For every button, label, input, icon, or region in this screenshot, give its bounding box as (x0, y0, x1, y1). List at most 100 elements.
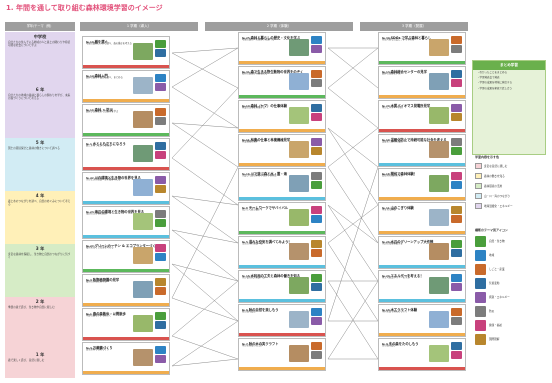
card-description: 林業の仕事を体験する (242, 106, 265, 109)
card-color-strip (83, 303, 169, 306)
card-title-text: 森林と暮らしの歴史・文化を学ぶ (250, 36, 301, 40)
activity-card: № 19森林（ヤマ）の仕事体験林業の仕事を体験する (238, 100, 326, 133)
theme-badge-icon (451, 172, 462, 180)
theme-badge-icon (451, 113, 462, 121)
activity-photo (429, 345, 449, 362)
card-number: № 11 (242, 139, 250, 142)
grade-junior-high: 中学校 自分たちの住んでいる地域の人と森との関わりや持続可能な社会について学ぶ (5, 32, 75, 88)
theme-badges (155, 40, 167, 57)
theme-badge-icon (451, 206, 462, 214)
theme-badge-icon (155, 74, 166, 82)
card-color-strip (239, 231, 325, 234)
theme-badge-icon (155, 49, 166, 57)
card-color-strip (83, 65, 169, 68)
card-title-text: 海辺の環境と生き物の世界を見る (94, 210, 145, 214)
card-number: № 12 (86, 75, 94, 78)
theme-badge-icon (451, 351, 462, 359)
theme-badge-icon (155, 287, 166, 295)
card-color-strip (83, 167, 169, 170)
card-title-text: 樹を選ぐ (94, 40, 108, 44)
card-number: № 6 (242, 309, 248, 312)
theme-badge-icon (155, 278, 166, 286)
legend-row: 森林環境の活用 (472, 181, 546, 191)
grade-desc: 森と水のつながりを調べ、自然のめぐみについて考える (8, 200, 71, 207)
card-title-text: 秋の木の実クラフト (248, 342, 279, 346)
card-title-text: 水辺のグリーンアップ大作戦 (390, 240, 434, 244)
theme-badge-icon (311, 317, 322, 325)
activity-card: № 10温暖化防止で持続可能な社会を考える温暖化と森林の役割 (378, 134, 466, 167)
activity-photo (133, 43, 153, 60)
legend-label: 森林環境の活用 (484, 185, 503, 188)
theme-badges (155, 244, 167, 261)
theme-badge-icon (451, 283, 462, 291)
activity-photo (133, 213, 153, 230)
theme-badge-icon (311, 138, 322, 146)
card-title: № 8チームワークでサバイバル (242, 205, 288, 210)
card-description: 自然素材でものづくり (86, 348, 109, 351)
activity-photo (289, 311, 309, 328)
grade-column: 学年/テーマ（例） 中学校 自分たちの住んでいる地域の人と森との関わりや持続可能… (5, 22, 75, 378)
card-description: 植物の多様性を学ぶ (86, 280, 107, 283)
icon-label: 地域 (489, 254, 495, 257)
theme-badge-icon (311, 113, 322, 121)
legend-swatch (475, 183, 482, 189)
card-description: 川遊びで森と水のつながりを体感 (242, 174, 277, 177)
card-description: 森林の管理を学ぶ (382, 72, 401, 75)
card-title: № 6秋の自然を楽しもう (242, 307, 278, 312)
card-description: 水の使われ方を調べる (242, 276, 265, 279)
activity-photo (289, 107, 309, 124)
activity-photo (133, 247, 153, 264)
climate-icon (475, 277, 486, 289)
card-title: № 20木質バイオマス発電所見学 (382, 103, 430, 108)
theme-badges (451, 308, 463, 325)
card-description: 森林の働きや役割を調べ、まとめる (86, 76, 123, 79)
theme-badge-icon (311, 249, 322, 257)
grade-3: 3 年 身近な森林を探検し、生き物と自然のつながりに気づく (5, 244, 75, 300)
card-title-text: 温暖化防止で持続可能な社会を考える (390, 138, 447, 142)
theme-badge-icon (155, 142, 166, 150)
nature-icon (475, 235, 486, 247)
card-title-text: 森林 × 防災 (94, 108, 113, 112)
theme-badges (311, 274, 323, 291)
card-description: 再生可能エネルギーを学ぶ (382, 276, 410, 279)
theme-icon-legend: 横断のテーマ別アイコン 自然・生き物 地域 しごと・産業 気候変動 資源・エネル… (472, 228, 546, 378)
card-title: № 23海辺の環境と生き物の世界を見る (86, 209, 144, 214)
icon-label: 国際理解 (489, 338, 500, 341)
activity-card: № 10樹を選ぐ地域の森林について調べ、森の働きを考える (82, 36, 170, 69)
card-title-text: 山のこぎり体験 (390, 206, 414, 210)
card-title-text: 水とともだちになろう (92, 142, 126, 146)
grade-name: 3 年 (35, 246, 45, 251)
card-title-text: 森林（ヤマ）の仕事体験 (250, 104, 287, 108)
theme-badge-icon (311, 206, 322, 214)
theme-badge-icon (155, 210, 166, 218)
card-number: № 30 (382, 37, 390, 40)
card-title-text: 川で遊ぶ森と水・霊・海 (250, 172, 287, 176)
card-title: № 19森林（ヤマ）の仕事体験 (242, 103, 287, 108)
activity-photo (289, 345, 309, 362)
card-number: № 23 (382, 275, 390, 278)
card-color-strip (83, 133, 169, 136)
card-color-strip (239, 61, 325, 64)
activity-card: № 3万華鏡づくり自然素材でものづくり (82, 342, 170, 375)
icon-legend-row: 防災 (472, 304, 546, 318)
card-color-strip (379, 95, 465, 98)
work-icon (475, 263, 486, 275)
card-title: № 7秋の木の実クラフト (242, 341, 279, 346)
activity-card: № 12森林入門森林の働きや役割を調べ、まとめる (82, 70, 170, 103)
theme-badge-icon (311, 79, 322, 87)
legend-header: 学習内容を示す色 (475, 155, 500, 159)
card-title: № 10樹を選ぐ (86, 39, 108, 44)
theme-badge-icon (451, 181, 462, 189)
theme-badge-icon (311, 215, 322, 223)
card-color-strip (83, 99, 169, 102)
card-color-strip (379, 197, 465, 200)
theme-badge-icon (155, 244, 166, 252)
theme-badges (155, 74, 167, 91)
card-description: 植物を育てて環境を考える (86, 246, 114, 249)
theme-badge-icon (451, 308, 462, 316)
grade-column-header: 学年/テーマ（例） (5, 22, 75, 31)
card-color-strip (83, 337, 169, 340)
card-color-strip (239, 95, 325, 98)
theme-badges (155, 278, 167, 295)
theme-badges (451, 172, 463, 189)
